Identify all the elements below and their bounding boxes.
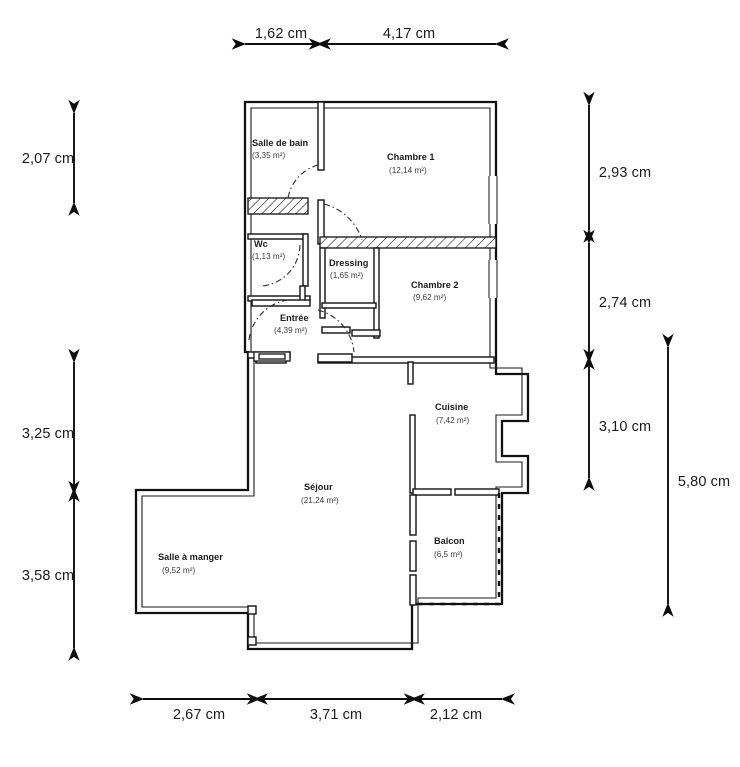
window-openings <box>253 351 291 362</box>
room-name: Chambre 1 <box>387 152 435 162</box>
room-area: (7,42 m²) <box>436 416 469 425</box>
room-name: Salle de bain <box>252 138 309 148</box>
dimension-bottom-2: 3,71 cm <box>246 693 425 723</box>
room-labels: Salle de bain (3,35 m²) Chambre 1 (12,14… <box>158 138 469 575</box>
wall-wc-jamb <box>299 285 306 302</box>
room-label-dressing: Dressing (1,65 m²) <box>329 258 368 280</box>
room-name: Séjour <box>304 482 333 492</box>
dimension-label: 3,58 cm <box>22 568 74 584</box>
room-label-balcon: Balcon (6,5 m²) <box>434 536 465 559</box>
door-swings <box>248 164 363 353</box>
outer-walls <box>134 100 530 651</box>
door-arc-chambre2 <box>317 309 355 353</box>
wall-balcon-lower <box>409 574 417 606</box>
room-area: (9,62 m²) <box>413 293 446 302</box>
dimensions-left: 2,07 cm 3,25 cm 3,58 cm <box>22 99 80 661</box>
wall-stub-cuisine <box>407 361 414 385</box>
wall-balcon-upper <box>409 494 417 536</box>
room-label-chambre-2: Chambre 2 (9,62 m²) <box>411 280 459 302</box>
interior-walls <box>135 101 500 646</box>
dimension-right-1: 2,93 cm <box>583 91 651 243</box>
dimension-label: 1,62 cm <box>255 26 307 42</box>
dimension-label: 5,80 cm <box>678 474 730 490</box>
room-area: (6,5 m²) <box>434 550 463 559</box>
room-name: Wc <box>254 239 268 249</box>
room-label-wc: Wc (1,13 m²) <box>252 239 285 261</box>
dimension-right-3: 3,10 cm <box>583 348 651 491</box>
room-name: Chambre 2 <box>411 280 459 290</box>
dimension-label: 2,12 cm <box>430 707 482 723</box>
room-name: Salle à manger <box>158 552 223 562</box>
wall-sdb-chambre1 <box>317 101 325 171</box>
dimensions-bottom: 2,67 cm 3,71 cm 2,12 cm <box>129 693 515 723</box>
dimension-label: 4,17 cm <box>383 26 435 42</box>
wall-dressing-bottom-left <box>321 326 351 334</box>
window-openings-right <box>488 176 498 298</box>
wall-cuisine-bottom-left <box>412 488 452 496</box>
hatched-wall-sdb <box>247 197 309 215</box>
window-chambre1 <box>489 176 498 224</box>
dimension-right-2: 2,74 cm <box>583 229 651 370</box>
room-name: Dressing <box>329 258 368 268</box>
wall-sam-jog <box>247 605 257 615</box>
dimension-left-1: 2,07 cm <box>22 99 80 216</box>
door-arc-salle-de-bain <box>287 164 319 199</box>
wall-wc-right <box>302 233 309 287</box>
door-arc-wc <box>261 244 301 287</box>
door-arc-chambre1 <box>323 203 363 241</box>
room-area: (4,39 m²) <box>274 326 307 335</box>
dimension-right-4: 5,80 cm <box>662 333 730 617</box>
dimension-label: 3,10 cm <box>599 419 651 435</box>
dimension-label: 3,71 cm <box>310 707 362 723</box>
room-area: (21,24 m²) <box>301 496 339 505</box>
dimensions-right: 2,93 cm 2,74 cm 3,10 cm 5,80 cm <box>583 91 730 617</box>
dimension-left-3: 3,58 cm <box>22 480 80 661</box>
balcony-boundary <box>415 493 501 606</box>
room-area: (1,13 m²) <box>252 252 285 261</box>
dimension-left-2: 3,25 cm <box>22 348 80 502</box>
room-label-cuisine: Cuisine (7,42 m²) <box>435 402 469 425</box>
room-area: (12,14 m²) <box>389 166 427 175</box>
room-label-salle-de-bain: Salle de bain (3,35 m²) <box>252 138 309 160</box>
wall-dressing-mid <box>321 302 377 309</box>
wall-sejour-opening <box>317 353 353 363</box>
wall-cuisine-left <box>409 414 416 494</box>
window-entree-glass <box>258 353 286 360</box>
room-area: (9,52 m²) <box>162 566 195 575</box>
wall-wc-bottom2 <box>251 299 311 307</box>
dimension-label: 2,67 cm <box>173 707 225 723</box>
room-label-sejour: Séjour (21,24 m²) <box>301 482 339 505</box>
window-chambre2 <box>489 260 498 298</box>
room-label-entree: Entrée (4,39 m²) <box>274 313 309 335</box>
wall-sam-jog2 <box>247 636 257 646</box>
room-area: (3,35 m²) <box>252 151 285 160</box>
room-label-chambre-1: Chambre 1 (12,14 m²) <box>387 152 435 175</box>
room-name: Entrée <box>280 313 309 323</box>
hatched-wall-chambre <box>319 236 497 249</box>
dimensions-top: 1,62 cm 4,17 cm <box>231 26 509 50</box>
dimension-label: 2,93 cm <box>599 165 651 181</box>
wall-dressing-right <box>373 247 380 339</box>
door-arc-entree <box>248 299 289 341</box>
room-name: Balcon <box>434 536 465 546</box>
dimension-top-2: 4,17 cm <box>308 26 509 50</box>
wall-cuisine-bottom-right <box>454 488 500 496</box>
dimension-label: 2,07 cm <box>22 151 74 167</box>
room-area: (1,65 m²) <box>330 271 363 280</box>
wall-dressing-bottom-right <box>351 329 381 337</box>
dimension-bottom-3: 2,12 cm <box>403 693 515 723</box>
room-label-salle-a-manger: Salle à manger (9,52 m²) <box>158 552 223 575</box>
wall-dressing-left <box>319 247 326 319</box>
dimension-top-1: 1,62 cm <box>231 26 331 50</box>
wall-balcon-mid <box>409 540 417 572</box>
balcon-dashed-edge <box>415 493 501 606</box>
dimension-label: 3,25 cm <box>22 426 74 442</box>
dimension-label: 2,74 cm <box>599 295 651 311</box>
room-name: Cuisine <box>435 402 468 412</box>
dimension-bottom-1: 2,67 cm <box>129 693 268 723</box>
